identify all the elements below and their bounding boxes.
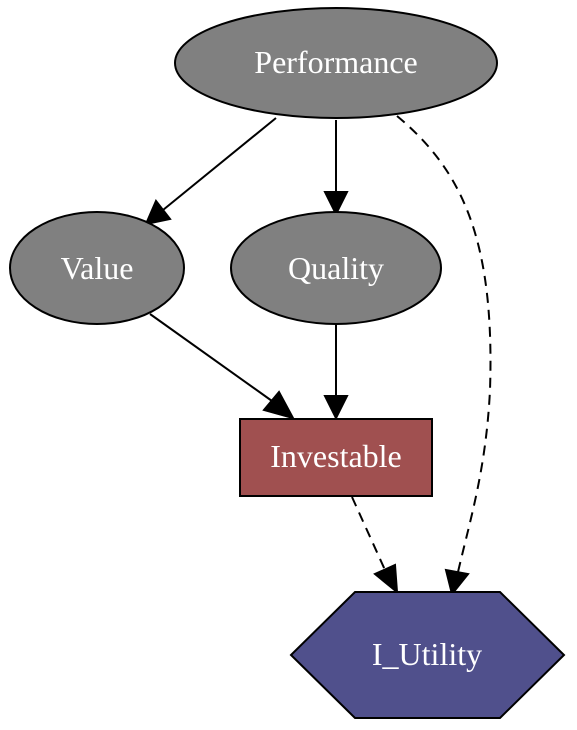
node-value-label: Value xyxy=(61,250,134,286)
edge-performance-i-utility xyxy=(396,115,492,573)
edge-investable-i-utility xyxy=(351,496,386,571)
node-value-shape xyxy=(9,211,185,325)
node-quality-label: Quality xyxy=(288,250,384,286)
node-quality: Quality xyxy=(230,211,442,325)
node-investable-label: Investable xyxy=(270,438,402,474)
arrowhead-performance-value xyxy=(144,199,172,226)
arrowhead-performance-i-utility xyxy=(444,568,470,597)
node-performance: Performance xyxy=(174,7,498,119)
node-performance-shape xyxy=(174,7,498,119)
node-value: Value xyxy=(9,211,185,325)
node-i-utility-shape xyxy=(289,591,566,719)
arrowhead-investable-i-utility xyxy=(373,563,399,595)
arrowhead-performance-quality xyxy=(323,191,349,217)
node-i-utility: I_Utility xyxy=(289,591,566,719)
arrowhead-value-investable xyxy=(262,390,295,420)
node-i-utility-label: I_Utility xyxy=(372,636,482,672)
edges xyxy=(144,115,492,597)
arrowhead-quality-investable xyxy=(323,395,349,421)
node-performance-label: Performance xyxy=(254,44,417,80)
node-investable-shape xyxy=(239,418,433,497)
edge-value-investable xyxy=(149,313,273,402)
node-quality-shape xyxy=(230,211,442,325)
edge-performance-value xyxy=(162,117,277,211)
node-investable: Investable xyxy=(239,418,433,497)
